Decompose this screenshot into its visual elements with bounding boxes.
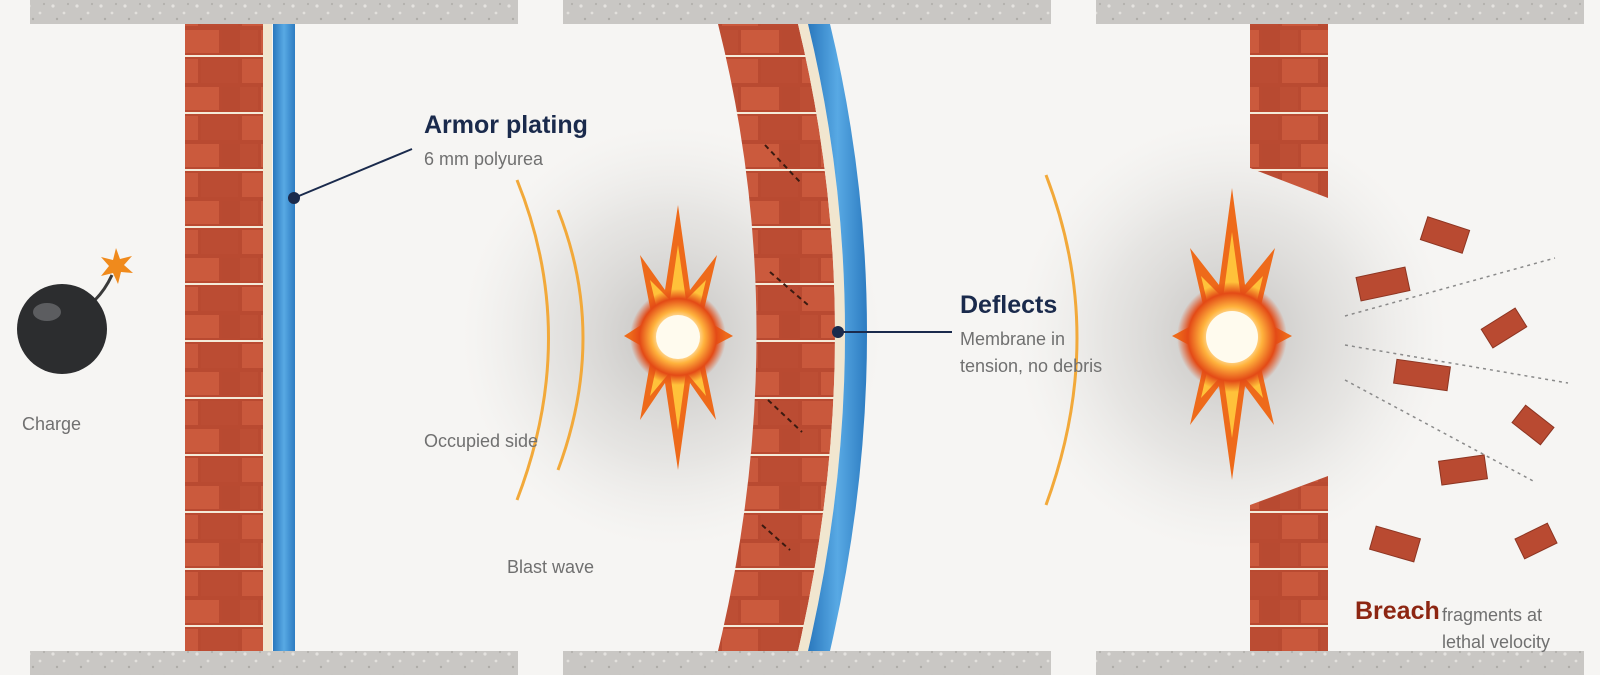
- armor-plating-title: Armor plating: [424, 111, 588, 139]
- mortar-strip-intact: [263, 24, 272, 651]
- wall-upper-stub: [1250, 24, 1328, 198]
- armor-leader-dot: [288, 192, 300, 204]
- crack-line-4: [761, 524, 791, 551]
- breach-subtitle-line1: fragments at: [1442, 605, 1543, 625]
- charge-label: Charge: [22, 414, 82, 434]
- brick-wall-intact: [185, 24, 263, 651]
- blast-wave-arc-2b: [556, 209, 585, 471]
- brick-fragment-icon: [1355, 216, 1558, 563]
- concrete-slab-top-2: [563, 0, 1051, 24]
- wall-lower-stub: [1250, 476, 1328, 651]
- deflects-leader-dot: [832, 326, 844, 338]
- explosion-icon: [1172, 188, 1292, 480]
- mortar-strip-deflected: [798, 24, 845, 651]
- concrete-slab-bottom-1: [30, 651, 518, 675]
- blast-wave-arc-3: [1044, 174, 1079, 506]
- trajectory-line-1: [1344, 257, 1556, 317]
- blast-wave-arc-2a: [515, 179, 550, 501]
- armor-layer-intact: [273, 24, 295, 651]
- deflects-subtitle-line2: tension, no debris: [960, 356, 1103, 376]
- concrete-slab-top-3: [1096, 0, 1584, 24]
- blast-wave-label: Blast wave: [507, 557, 595, 577]
- deflects-title: Deflects: [960, 291, 1058, 319]
- armor-plating-subtitle: 6 mm polyurea: [424, 149, 544, 169]
- trajectory-line-2: [1344, 344, 1569, 384]
- deflects-subtitle-line1: Membrane in: [960, 329, 1066, 349]
- breach-subtitle-line2: lethal velocity: [1442, 632, 1551, 652]
- explosion-icon: [624, 205, 733, 470]
- concrete-slab-bottom-2: [563, 651, 1051, 675]
- crack-line-3: [767, 399, 803, 433]
- concrete-slab-top-1: [30, 0, 518, 24]
- brick-wall-breached: [1250, 24, 1328, 651]
- trajectory-line-3: [1344, 379, 1536, 483]
- breach-title: Breach: [1355, 597, 1440, 625]
- armor-layer-deflected: [808, 24, 867, 651]
- armor-leader-line: [293, 148, 413, 199]
- concrete-slab-bottom-3: [1096, 651, 1584, 675]
- occupied-side-label: Occupied side: [424, 431, 539, 451]
- bomb-icon: [17, 248, 133, 374]
